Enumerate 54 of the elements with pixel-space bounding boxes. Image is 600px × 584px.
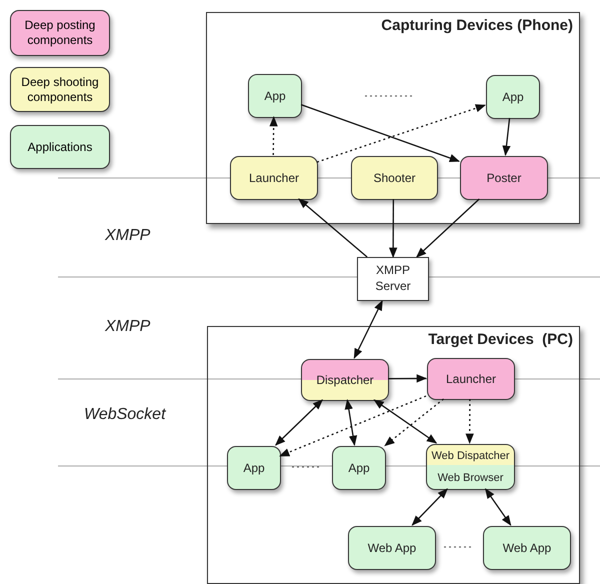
application-box bbox=[248, 74, 302, 118]
application-box bbox=[486, 75, 540, 119]
arrow bbox=[373, 399, 438, 444]
component-box bbox=[460, 156, 548, 200]
node-label: Web Dispatcher bbox=[431, 450, 510, 462]
component-box bbox=[426, 444, 515, 490]
node-label: Poster bbox=[486, 171, 522, 185]
protocol-label: XMPP bbox=[105, 318, 150, 336]
legend-label: Applications bbox=[28, 140, 92, 154]
node-label: App bbox=[502, 90, 524, 104]
group-title: Target Devices (PC) bbox=[428, 331, 573, 348]
device-group-frame bbox=[206, 12, 580, 224]
arrow bbox=[279, 395, 426, 457]
arrow bbox=[344, 398, 358, 446]
node-label: Dispatcher bbox=[316, 373, 374, 387]
node-label: App bbox=[243, 461, 265, 475]
group-title: Capturing Devices (Phone) bbox=[381, 17, 573, 34]
arrow bbox=[300, 104, 460, 162]
node-label: App bbox=[348, 461, 370, 475]
arrow bbox=[412, 488, 448, 526]
component-box bbox=[427, 358, 515, 400]
arrow bbox=[388, 374, 428, 383]
node-label: App bbox=[264, 89, 286, 103]
arrow bbox=[484, 488, 512, 526]
application-box bbox=[227, 446, 281, 490]
arrow bbox=[384, 398, 444, 446]
protocol-label: XMPP bbox=[105, 227, 150, 245]
arrow bbox=[354, 300, 383, 359]
node-label: Web App bbox=[502, 541, 552, 555]
application-box bbox=[332, 446, 386, 490]
node-label: Launcher bbox=[446, 372, 496, 386]
legend-label: Deep posting components bbox=[24, 18, 96, 48]
arrow bbox=[502, 118, 511, 156]
component-box bbox=[301, 359, 389, 401]
application-box bbox=[483, 526, 571, 570]
legend-label: Deep shooting components bbox=[20, 74, 100, 104]
application-box bbox=[348, 526, 436, 570]
arrow bbox=[298, 198, 368, 258]
arrow bbox=[466, 399, 474, 444]
device-group-frame bbox=[207, 326, 580, 584]
component-box bbox=[351, 156, 438, 200]
arrow bbox=[416, 198, 480, 258]
server-box bbox=[357, 257, 429, 301]
component-box bbox=[230, 156, 318, 200]
node-label: XMPP Server bbox=[374, 263, 412, 295]
arrow bbox=[389, 199, 398, 258]
node-label: Shooter bbox=[373, 171, 416, 185]
node-label: Web Browser bbox=[438, 472, 504, 484]
arrow bbox=[275, 399, 324, 446]
node-label: Web App bbox=[368, 541, 416, 555]
protocol-label: WebSocket bbox=[84, 406, 166, 424]
arrow bbox=[269, 116, 278, 155]
node-label: Launcher bbox=[248, 171, 300, 185]
arrow bbox=[316, 104, 486, 163]
